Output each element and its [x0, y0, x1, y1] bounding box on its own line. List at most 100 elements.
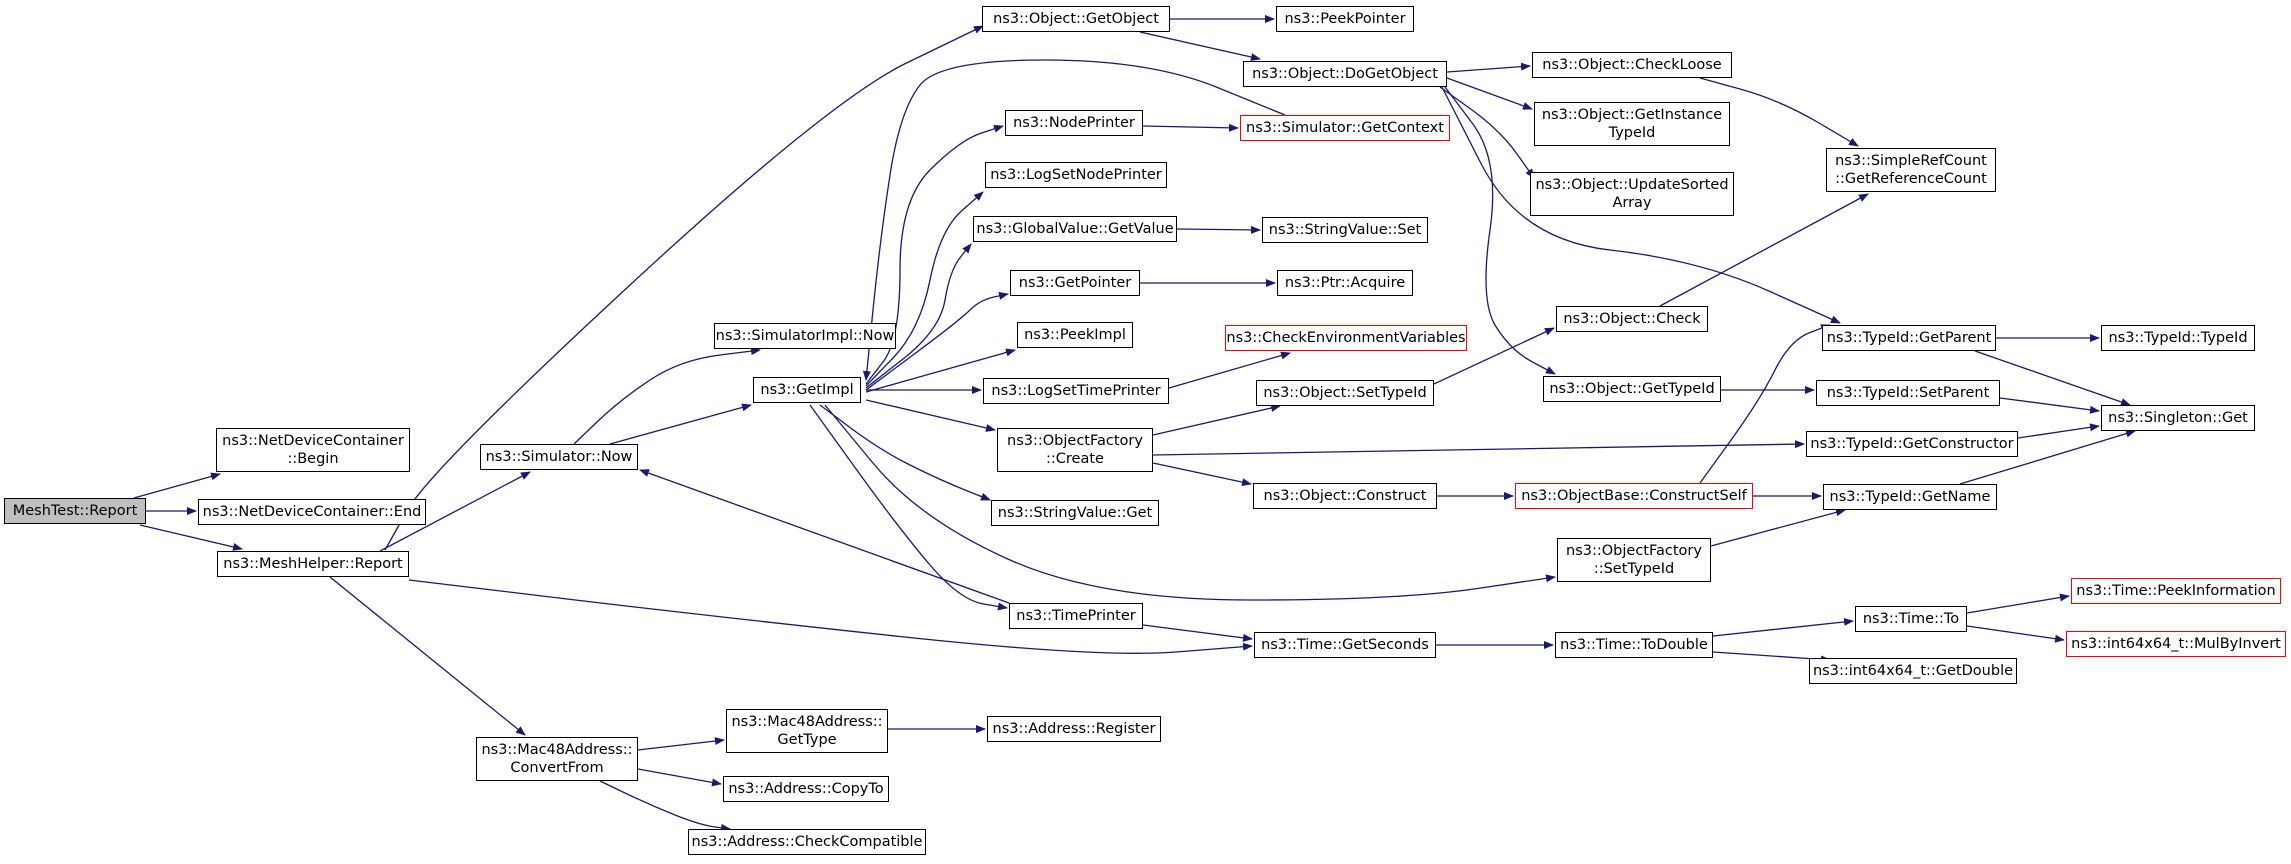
node-typeid-setparent[interactable]: ns3::TypeId::SetParent: [1816, 380, 2000, 406]
edge-getimpl-to-stringvalue_get: [819, 404, 991, 501]
node-label-line: ::Begin: [287, 451, 339, 467]
edge-object_dogetobject-to-object_gettypeid: [1444, 86, 1556, 375]
node-label-line: ns3::TimePrinter: [1016, 608, 1136, 624]
node-object-check[interactable]: ns3::Object::Check: [1556, 306, 1708, 332]
edge-meshhelper_report-to-simulator_now: [379, 471, 531, 552]
node-object-gettypeid[interactable]: ns3::Object::GetTypeId: [1543, 376, 1721, 402]
node-int64x64-getdouble[interactable]: ns3::int64x64_t::GetDouble: [1809, 658, 2017, 684]
node-logsettimeprinter[interactable]: ns3::LogSetTimePrinter: [983, 378, 1169, 404]
node-stringvalue-get[interactable]: ns3::StringValue::Get: [991, 500, 1159, 526]
edge-meshtest_report-to-meshhelper_report: [139, 524, 243, 551]
node-label-line: ns3::Address::CheckCompatible: [691, 834, 923, 850]
node-label-line: ns3::Object::Check: [1563, 311, 1701, 327]
edge-nodeprinter-to-simulator_getcontext: [1142, 123, 1239, 132]
node-label-line: ns3::GlobalValue::GetValue: [976, 221, 1174, 237]
edge-mac48_convertfrom-to-address_checkcompatible: [599, 780, 731, 832]
node-object-getobject[interactable]: ns3::Object::GetObject: [982, 6, 1170, 32]
node-object-checkloose[interactable]: ns3::Object::CheckLoose: [1532, 52, 1732, 78]
node-typeid-getname[interactable]: ns3::TypeId::GetName: [1823, 484, 1997, 510]
node-typeid-getparent[interactable]: ns3::TypeId::GetParent: [1822, 325, 1996, 351]
node-simulatorimpl-now[interactable]: ns3::SimulatorImpl::Now: [714, 323, 896, 349]
edge-getimpl-to-peekimpl: [865, 348, 1016, 393]
node-label-line: ns3::TypeId::GetParent: [1826, 330, 1992, 346]
edge-object_dogetobject-to-object_checkloose: [1446, 62, 1531, 73]
node-label-line: TypeId: [1608, 125, 1656, 141]
node-label-line: ns3::Object::GetInstance: [1541, 107, 1723, 123]
node-timeprinter[interactable]: ns3::TimePrinter: [1009, 603, 1143, 629]
node-label-line: ns3::Object::SetTypeId: [1263, 385, 1427, 401]
node-ptr-acquire[interactable]: ns3::Ptr::Acquire: [1277, 270, 1413, 296]
node-label-line: ns3::ObjectFactory: [1007, 433, 1143, 449]
node-label-line: ns3::Time::GetSeconds: [1261, 637, 1429, 653]
node-label-line: ns3::LogSetNodePrinter: [990, 167, 1162, 183]
node-label-line: ns3::Time::ToDouble: [1560, 637, 1708, 653]
node-mac48-convertfrom[interactable]: ns3::Mac48Address::ConvertFrom: [476, 737, 638, 781]
node-netdevicecontainer-begin[interactable]: ns3::NetDeviceContainer::Begin: [216, 428, 410, 472]
node-int64x64-mulbyinvert[interactable]: ns3::int64x64_t::MulByInvert: [2066, 631, 2286, 657]
node-label-line: ns3::Mac48Address::: [481, 742, 633, 758]
node-objectfactory-create[interactable]: ns3::ObjectFactory::Create: [997, 428, 1153, 472]
edge-getimpl-to-objectfactory_create: [865, 399, 996, 432]
edge-getimpl-to-logsetnodeprinter: [865, 191, 984, 387]
node-typeid-getconstructor[interactable]: ns3::TypeId::GetConstructor: [1806, 431, 2018, 457]
node-label-line: ns3::Singleton::Get: [2108, 410, 2248, 426]
node-mac48-gettype[interactable]: ns3::Mac48Address::GetType: [726, 709, 888, 753]
node-object-settypeid[interactable]: ns3::Object::SetTypeId: [1256, 380, 1434, 406]
node-label-line: ns3::PeekImpl: [1024, 327, 1126, 343]
edge-object_getobject-to-object_dogetobject: [1139, 31, 1261, 61]
node-label-line: ns3::TypeId::TypeId: [2108, 330, 2248, 346]
node-simulator-getcontext[interactable]: ns3::Simulator::GetContext: [1240, 115, 1450, 141]
node-label-line: ns3::TypeId::GetName: [1829, 489, 1991, 505]
node-object-construct[interactable]: ns3::Object::Construct: [1253, 483, 1437, 509]
edge-getimpl-to-getpointer: [865, 291, 1009, 391]
edge-time_to-to-int64x64_mulbyinvert: [1966, 625, 2065, 643]
node-label-line: ns3::Object::DoGetObject: [1252, 66, 1438, 82]
edge-getimpl-to-globalvalue_getvalue: [865, 243, 972, 389]
node-meshhelper-report[interactable]: ns3::MeshHelper::Report: [217, 551, 409, 577]
node-label-line: ns3::PeekPointer: [1284, 11, 1406, 27]
edge-objectfactory_create-to-object_construct: [1152, 462, 1252, 487]
node-label-line: ns3::NetDeviceContainer::End: [202, 504, 422, 520]
node-label-line: ns3::Address::CopyTo: [728, 781, 884, 797]
node-label-line: ns3::TypeId::SetParent: [1826, 385, 1990, 401]
node-objectfactory-settypeid[interactable]: ns3::ObjectFactory::SetTypeId: [1557, 538, 1711, 582]
node-simulator-now[interactable]: ns3::Simulator::Now: [480, 444, 638, 470]
node-singleton-get[interactable]: ns3::Singleton::Get: [2101, 405, 2255, 431]
node-time-peekinformation[interactable]: ns3::Time::PeekInformation: [2071, 578, 2281, 604]
node-netdevicecontainer-end[interactable]: ns3::NetDeviceContainer::End: [198, 499, 426, 525]
node-logsetnodeprinter[interactable]: ns3::LogSetNodePrinter: [985, 162, 1167, 188]
node-stringvalue-set[interactable]: ns3::StringValue::Set: [1262, 217, 1428, 243]
node-address-copyto[interactable]: ns3::Address::CopyTo: [723, 776, 889, 802]
node-nodeprinter[interactable]: ns3::NodePrinter: [1005, 110, 1143, 136]
node-time-todouble[interactable]: ns3::Time::ToDouble: [1555, 632, 1713, 658]
edge-object_check-to-simplerefcount_getreferencecount: [1659, 193, 1869, 307]
node-label-line: ns3::TypeId::GetConstructor: [1810, 436, 2014, 452]
node-address-register[interactable]: ns3::Address::Register: [987, 716, 1161, 742]
edge-getimpl-to-timeprinter: [809, 404, 1008, 611]
node-label-line: ns3::Address::Register: [992, 721, 1156, 737]
node-label-line: ns3::Mac48Address::: [731, 714, 883, 730]
node-checkenvironmentvariables[interactable]: ns3::CheckEnvironmentVariables: [1225, 325, 1467, 351]
node-getpointer[interactable]: ns3::GetPointer: [1010, 270, 1140, 296]
edge-typeid_getname-to-singleton_get: [1959, 429, 2136, 485]
node-objectbase-constructself[interactable]: ns3::ObjectBase::ConstructSelf: [1515, 483, 1753, 509]
edge-timeprinter-to-simulator_now: [639, 469, 1010, 604]
node-time-getseconds[interactable]: ns3::Time::GetSeconds: [1254, 632, 1436, 658]
edge-object_checkloose-to-simplerefcount_getreferencecount: [1699, 77, 1859, 147]
node-peekimpl[interactable]: ns3::PeekImpl: [1017, 322, 1133, 348]
node-label-line: ns3::GetImpl: [760, 382, 854, 398]
node-label-line: ns3::Object::CheckLoose: [1542, 57, 1722, 73]
node-label-line: ns3::StringValue::Set: [1268, 222, 1422, 238]
edge-typeid_getparent-to-singleton_get: [1974, 350, 2131, 406]
node-simplerefcount-getreferencecount[interactable]: ns3::SimpleRefCount::GetReferenceCount: [1826, 148, 1996, 192]
node-address-checkcompatible[interactable]: ns3::Address::CheckCompatible: [688, 829, 926, 855]
edge-meshhelper_report-to-mac48_convertfrom: [329, 576, 526, 736]
node-object-dogetobject[interactable]: ns3::Object::DoGetObject: [1243, 61, 1447, 87]
node-globalvalue-getvalue[interactable]: ns3::GlobalValue::GetValue: [973, 216, 1177, 242]
node-peekpointer[interactable]: ns3::PeekPointer: [1276, 6, 1414, 32]
node-getimpl[interactable]: ns3::GetImpl: [753, 377, 861, 403]
node-typeid-typeid[interactable]: ns3::TypeId::TypeId: [2101, 325, 2255, 351]
node-time-to[interactable]: ns3::Time::To: [1855, 606, 1967, 632]
